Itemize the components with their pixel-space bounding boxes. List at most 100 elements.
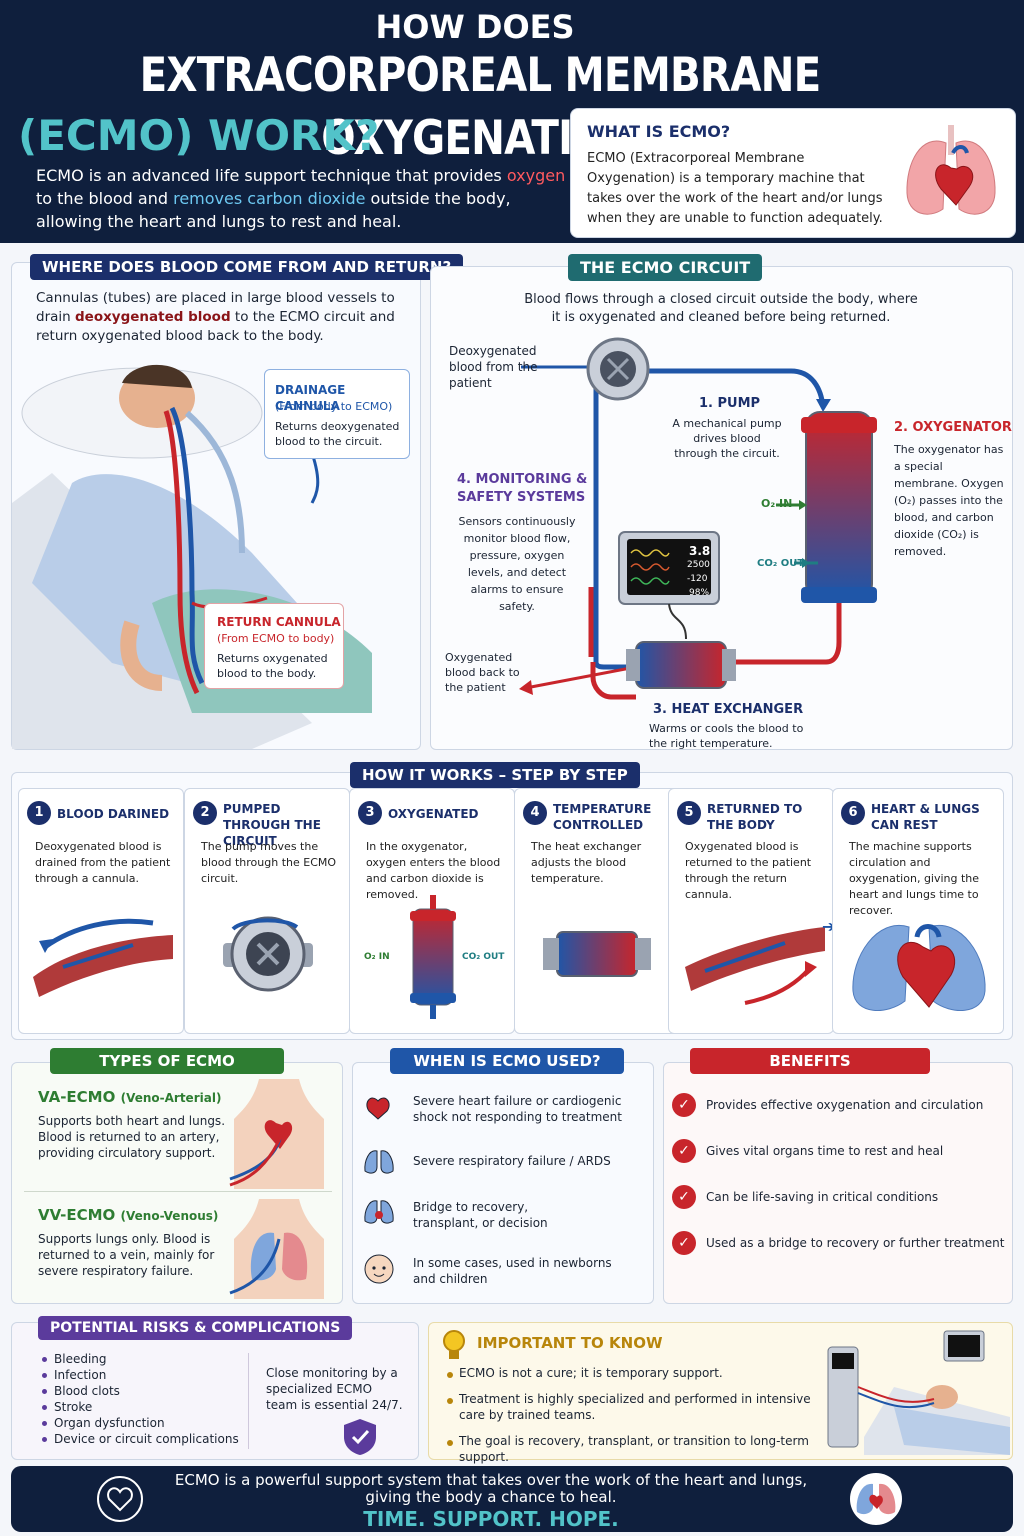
important-item-3: The goal is recovery, transplant, or tra… bbox=[459, 1434, 809, 1465]
oxygenator-icon bbox=[410, 895, 456, 1019]
what-is-body: ECMO (Extracorporeal Membrane Oxygenatio… bbox=[587, 151, 883, 227]
o2-in-label: O₂ IN bbox=[761, 497, 793, 510]
step-number: 5 bbox=[677, 801, 701, 825]
footer-line: ECMO is a powerful support system that t… bbox=[174, 1471, 808, 1507]
step-3: 3 OXYGENATED In the oxygenator, oxygen e… bbox=[349, 788, 515, 1034]
step-o2-in-label: O₂ IN bbox=[364, 952, 390, 962]
heart-lungs-badge-icon bbox=[850, 1473, 902, 1525]
oxygenator-body: The oxygenator has a special membrane. O… bbox=[894, 443, 1004, 559]
intro-text-d: allowing the heart and lungs to rest and… bbox=[36, 212, 402, 232]
benefits-title: BENEFITS bbox=[690, 1048, 930, 1074]
step-title: RETURNED TO THE BODY bbox=[707, 802, 803, 833]
risk-item: Bleeding bbox=[40, 1351, 239, 1367]
intro-b: to the ECMO circuit and return oxygenate… bbox=[36, 308, 395, 344]
step-number: 1 bbox=[27, 801, 51, 825]
circuit-title: THE ECMO CIRCUIT bbox=[568, 254, 763, 281]
when-item-1: Severe heart failure or cardiogenic shoc… bbox=[413, 1094, 622, 1125]
benefit-4: Used as a bridge to recovery or further … bbox=[706, 1236, 1005, 1250]
drainage-sub: (From body to ECMO) bbox=[275, 400, 393, 413]
oxygenator-title: 2. OXYGENATOR bbox=[894, 420, 1012, 435]
drainage-title: DRAINAGE CANNULA bbox=[275, 383, 346, 414]
heart-lungs-icon bbox=[852, 924, 986, 1011]
monitor-value-1: 3.8 bbox=[689, 544, 711, 558]
lungs-icon bbox=[364, 1150, 394, 1174]
when-title: WHEN IS ECMO USED? bbox=[390, 1048, 624, 1074]
benefit-1: Provides effective oxygenation and circu… bbox=[706, 1098, 984, 1112]
heat-exchanger-body: Warms or cools the blood to the right te… bbox=[649, 722, 804, 750]
step-4: 4 TEMPERATURE CONTROLLED The heat exchan… bbox=[514, 788, 680, 1034]
check-icon: ✓ bbox=[672, 1231, 696, 1255]
monitor-value-2: 2500 bbox=[687, 560, 710, 570]
return-cannula-callout: RETURN CANNULA (From ECMO to body) Retur… bbox=[204, 603, 344, 689]
monitoring-title: 4. MONITORING & SAFETY SYSTEMS bbox=[457, 472, 588, 505]
step-body: The machine supports circulation and oxy… bbox=[849, 840, 980, 917]
icu-patient-illustration bbox=[827, 1330, 1010, 1455]
title-line1: HOW DOES bbox=[375, 8, 575, 46]
check-icon: ✓ bbox=[672, 1185, 696, 1209]
when-item-3: Bridge to recovery, transplant, or decis… bbox=[413, 1200, 548, 1231]
header-intro: ECMO is an advanced life support techniq… bbox=[36, 164, 566, 234]
step-2: 2 PUMPED THROUGH THE CIRCUIT The pump mo… bbox=[184, 788, 350, 1034]
pump-body: A mechanical pump drives blood through t… bbox=[672, 417, 782, 460]
drainage-body: Returns deoxygenated blood to the circui… bbox=[275, 420, 400, 448]
footer: ECMO is a powerful support system that t… bbox=[11, 1466, 1013, 1532]
bullet-dot bbox=[447, 1398, 453, 1404]
step-number: 2 bbox=[193, 801, 217, 825]
risk-item: Infection bbox=[40, 1367, 239, 1383]
bullet-dot bbox=[447, 1440, 453, 1446]
when-item-4: In some cases, used in newborns and chil… bbox=[413, 1256, 612, 1287]
co2-out-label: CO₂ OUT bbox=[757, 558, 805, 569]
blood-source-panel: Cannulas (tubes) are placed in large blo… bbox=[11, 262, 421, 750]
steps-title: HOW IT WORKS – STEP BY STEP bbox=[350, 762, 640, 788]
lightbulb-icon bbox=[443, 1330, 465, 1359]
step-5: 5 RETURNED TO THE BODY Oxygenated blood … bbox=[668, 788, 834, 1034]
return-title: RETURN CANNULA bbox=[217, 615, 341, 629]
what-is-title: WHAT IS ECMO? bbox=[587, 122, 731, 141]
vv-subtitle: (Veno-Venous) bbox=[120, 1209, 219, 1223]
vv-ecmo-body-illustration bbox=[229, 1199, 324, 1299]
return-body: Returns oxygenated blood to the body. bbox=[217, 652, 328, 680]
step-6: 6 HEART & LUNGS CAN REST The machine sup… bbox=[832, 788, 1004, 1034]
types-panel: VA-ECMO (Veno-Arterial) Supports both he… bbox=[11, 1062, 343, 1304]
step-1: 1 BLOOD DARINED Deoxygenated blood is dr… bbox=[18, 788, 184, 1034]
check-icon: ✓ bbox=[672, 1093, 696, 1117]
risks-list: Bleeding Infection Blood clots Stroke Or… bbox=[40, 1351, 239, 1447]
risk-item: Organ dysfunction bbox=[40, 1415, 239, 1431]
intro-text-c: outside the body, bbox=[370, 189, 511, 209]
va-body: Supports both heart and lungs. Blood is … bbox=[38, 1114, 226, 1161]
risk-item: Blood clots bbox=[40, 1383, 239, 1399]
step-number: 4 bbox=[523, 801, 547, 825]
monitor-value-3: -120 bbox=[687, 574, 708, 584]
header: HOW DOES EXTRACORPOREAL MEMBRANE OXYGENA… bbox=[0, 0, 1024, 243]
return-sub: (From ECMO to body) bbox=[217, 632, 335, 645]
intro-text-b: to the blood and bbox=[36, 189, 169, 209]
oxy-back-label: Oxygenated blood back to the patient bbox=[445, 651, 520, 694]
important-title: IMPORTANT TO KNOW bbox=[477, 1334, 663, 1352]
bullet-dot bbox=[447, 1372, 453, 1378]
step-co2-out-label: CO₂ OUT bbox=[462, 952, 505, 962]
important-panel: IMPORTANT TO KNOW ECMO is not a cure; it… bbox=[428, 1322, 1013, 1464]
step-title: BLOOD DARINED bbox=[57, 807, 170, 821]
footer-tagline: TIME. SUPPORT. HOPE. bbox=[363, 1507, 619, 1531]
vein-return-illustration bbox=[685, 927, 825, 1005]
heat-exchanger-title: 3. HEAT EXCHANGER bbox=[653, 702, 804, 717]
risk-item: Stroke bbox=[40, 1399, 239, 1415]
circuit-intro: Blood flows through a closed circuit out… bbox=[524, 292, 918, 325]
step-title: HEART & LUNGS CAN REST bbox=[871, 802, 980, 833]
step-body: The heat exchanger adjusts the blood tem… bbox=[531, 840, 642, 885]
important-item-2: Treatment is highly specialized and perf… bbox=[459, 1392, 811, 1423]
risk-item: Device or circuit complications bbox=[40, 1431, 239, 1447]
bridge-lungs-icon bbox=[364, 1200, 394, 1224]
step-title: PUMPED THROUGH THE CIRCUIT bbox=[223, 802, 321, 849]
intro-oxygen: oxygen bbox=[506, 166, 566, 185]
vv-title-text: VV-ECMO bbox=[38, 1206, 116, 1224]
step-number: 3 bbox=[358, 801, 382, 825]
deox-label: Deoxygenated blood from the patient bbox=[449, 344, 538, 391]
risks-divider bbox=[248, 1353, 249, 1449]
circuit-diagram bbox=[519, 337, 877, 700]
heart-outline-icon bbox=[97, 1476, 143, 1522]
vv-title: VV-ECMO (Veno-Venous) bbox=[38, 1205, 218, 1225]
heart-icon bbox=[366, 1097, 390, 1120]
monitoring-body: Sensors continuously monitor blood flow,… bbox=[458, 515, 576, 614]
heat-exchanger-icon bbox=[543, 931, 651, 977]
